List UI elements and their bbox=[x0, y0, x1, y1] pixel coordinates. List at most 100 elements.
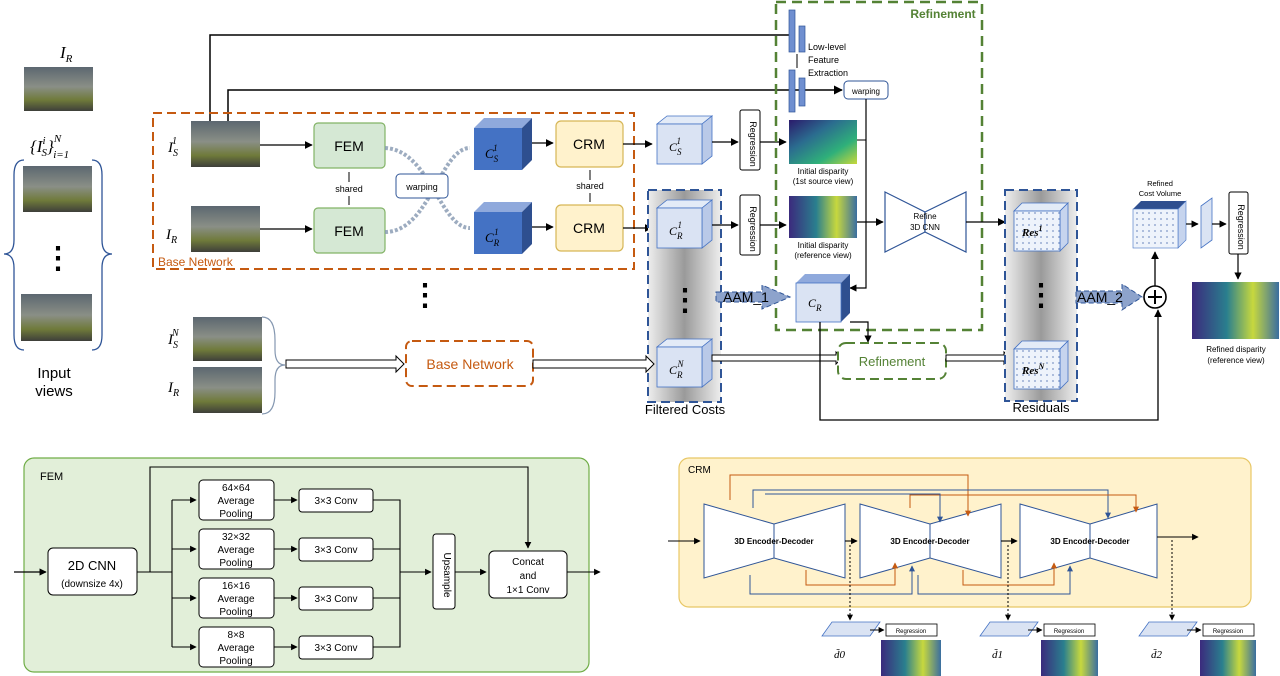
refined-output: Refined Cost Volume Regression Refined d… bbox=[1132, 179, 1279, 365]
d1-label: d̃1 bbox=[992, 648, 1003, 661]
low-level-line3: Extraction bbox=[808, 68, 848, 78]
source-1-image bbox=[191, 121, 260, 167]
pool3-size: 16×16 bbox=[222, 581, 251, 592]
source-image-1 bbox=[23, 166, 92, 212]
filtered-cost-source-1: CS1 bbox=[655, 115, 714, 165]
concat-box bbox=[488, 550, 568, 599]
crm-label-2: CRM bbox=[573, 220, 605, 236]
reference-label: IR bbox=[165, 227, 177, 246]
reference-image bbox=[191, 206, 260, 252]
refined-cost-line2: Cost Volume bbox=[1139, 189, 1182, 198]
svg-text:Average: Average bbox=[217, 545, 255, 556]
reference-n-image bbox=[193, 367, 262, 413]
d2-label: d̃2 bbox=[1151, 648, 1163, 661]
initial-regression: Regression Regression Initial disparity … bbox=[712, 109, 857, 260]
refinement-frame bbox=[774, 0, 984, 332]
base-network-title: Base Network bbox=[158, 255, 234, 269]
residuals: Residuals Res1 ⋮ ResN AAM_2 bbox=[1004, 189, 1167, 415]
warping-label: warping bbox=[405, 182, 438, 192]
cr-hat-cube: CR bbox=[795, 274, 850, 323]
filtered-ellipsis: ⋮ bbox=[670, 284, 700, 317]
low-level-line2: Feature bbox=[808, 55, 839, 65]
regression-box-1 bbox=[739, 109, 761, 171]
svg-text:Regression: Regression bbox=[896, 629, 926, 635]
cost-reference-label: CR1 bbox=[485, 227, 500, 248]
initial-disparity-reference-map bbox=[789, 196, 857, 238]
refinement-module: Refinement Low-level Feature Extraction … bbox=[711, 0, 1162, 421]
svg-text:Pooling: Pooling bbox=[219, 558, 252, 569]
encoder-decoder-1: 3D Encoder-Decoder bbox=[703, 503, 846, 579]
initial-disparity-source-line1: Initial disparity bbox=[798, 167, 849, 176]
svg-text:Pooling: Pooling bbox=[219, 607, 252, 618]
refined-cost-line1: Refined bbox=[1147, 179, 1173, 188]
fem-panel-frame bbox=[23, 457, 590, 673]
base-network-box-label: Base Network bbox=[426, 356, 514, 372]
crm-output-2: Regression d̃2 bbox=[1138, 621, 1256, 676]
filtered-costs-title: Filtered Costs bbox=[645, 402, 726, 417]
source-1-label: IS1 bbox=[167, 136, 178, 159]
svg-text:Res1: Res1 bbox=[1021, 224, 1043, 239]
left-brace bbox=[3, 159, 25, 351]
pool-branch-4: 8×8 Average Pooling 3×3 Conv bbox=[172, 626, 374, 668]
svg-text:3×3 Conv: 3×3 Conv bbox=[314, 643, 357, 654]
cnn-line1: 2D CNN bbox=[68, 558, 116, 573]
fem-block-1 bbox=[313, 122, 386, 169]
cost-volume-source: CS1 bbox=[474, 118, 532, 170]
pool-branch-2: 32×32 Average Pooling 3×3 Conv bbox=[172, 528, 374, 570]
aam1-label: AAM_1 bbox=[723, 289, 769, 305]
source-image-n bbox=[21, 294, 92, 341]
crm-panel: CRM 3D Encoder-Decoder 3D Encoder-Decode… bbox=[668, 457, 1256, 676]
filtered-source-label: CS1 bbox=[669, 136, 682, 157]
pool2-size: 32×32 bbox=[222, 532, 251, 543]
crm-shared-label: shared bbox=[576, 181, 604, 191]
cost-volume-reference: CR1 bbox=[474, 202, 532, 254]
svg-text:Pooling: Pooling bbox=[219, 509, 252, 520]
residuals-title: Residuals bbox=[1012, 400, 1070, 415]
svg-text:Average: Average bbox=[217, 594, 255, 605]
svg-text:3×3 Conv: 3×3 Conv bbox=[314, 594, 357, 605]
pool-branch-1: 64×64 Average Pooling 3×3 Conv bbox=[172, 479, 374, 521]
fem-label-1: FEM bbox=[334, 138, 364, 154]
reference-n-label: IR bbox=[167, 380, 179, 399]
crm-output-0: Regression d̃0 bbox=[821, 621, 941, 676]
refinement-title: Refinement bbox=[910, 7, 975, 21]
refined-disparity-map bbox=[1192, 282, 1279, 339]
refined-cost-volume-cube bbox=[1132, 200, 1187, 249]
concat-line1: Concat bbox=[512, 557, 544, 568]
ref-image-thumbnail bbox=[24, 67, 93, 111]
aam2-label: AAM_2 bbox=[1077, 289, 1123, 305]
regression-label-2: Regression bbox=[748, 206, 758, 252]
d0-label: d̃0 bbox=[834, 648, 846, 661]
initial-disparity-source-line2: (1st source view) bbox=[793, 177, 854, 186]
filtered-reference-n-label: CRN bbox=[669, 359, 685, 380]
fem-shared-label: shared bbox=[335, 184, 363, 194]
source-n-label: ISN bbox=[167, 328, 180, 351]
ref-image-label: IR bbox=[59, 43, 73, 65]
input-views-caption-1: Input bbox=[37, 365, 71, 382]
right-brace bbox=[91, 159, 113, 351]
refined-disparity-line1: Refined disparity bbox=[1206, 345, 1266, 354]
svg-text:3×3 Conv: 3×3 Conv bbox=[314, 496, 357, 507]
crm-panel-title: CRM bbox=[688, 465, 711, 476]
nth-view-ellipsis: ⋮ bbox=[410, 279, 440, 312]
enc-dec-label-2: 3D Encoder-Decoder bbox=[890, 537, 969, 546]
pool1-size: 64×64 bbox=[222, 483, 251, 494]
fem-label-2: FEM bbox=[334, 223, 364, 239]
cnn-line2: (downsize 4x) bbox=[61, 579, 123, 590]
base-network: Base Network IS1 IR FEM FEM shared warpi… bbox=[152, 112, 653, 270]
refinement-box-label: Refinement bbox=[859, 354, 926, 369]
svg-text:Pooling: Pooling bbox=[219, 656, 252, 667]
svg-text:Regression: Regression bbox=[1054, 629, 1084, 635]
svg-text:Regression: Regression bbox=[1213, 629, 1243, 635]
cost-source-label: CS1 bbox=[485, 143, 499, 164]
residual-1-cube: Res1 bbox=[1013, 202, 1069, 252]
initial-disparity-source-map bbox=[789, 120, 857, 164]
warping-box bbox=[395, 173, 449, 199]
input-views-caption-2: views bbox=[35, 383, 73, 400]
filtered-reference-label: CR1 bbox=[669, 220, 683, 241]
input-ellipsis: ⋮ bbox=[43, 242, 73, 275]
filtered-costs: Filtered Costs CS1 CR1 ⋮ CRN ⋮ ISN IR Ba bbox=[167, 115, 726, 417]
